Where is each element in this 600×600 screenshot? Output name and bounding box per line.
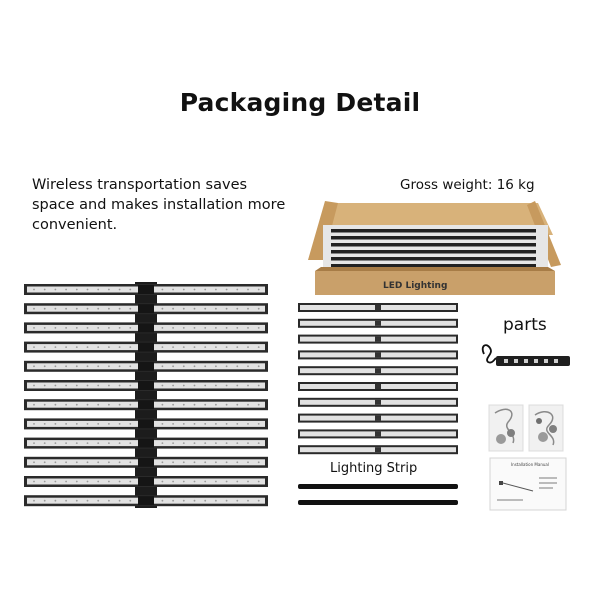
- assembled-fixture-image: [22, 280, 272, 510]
- description-text: Wireless transportation saves space and …: [32, 177, 286, 233]
- fixture-bar: [24, 360, 268, 372]
- stacked-strip: [298, 445, 458, 455]
- fixture-bar: [24, 380, 268, 391]
- packaging-box-image: LED Lighting: [303, 195, 563, 300]
- stacked-strip: [298, 318, 458, 328]
- fixture-bar: [24, 418, 268, 430]
- strip-stack-image: [296, 300, 461, 460]
- boxed-strip: [331, 250, 536, 254]
- fixture-bar: [24, 456, 268, 468]
- fixture-bar: [24, 437, 268, 449]
- boxed-strip: [331, 264, 536, 268]
- manual-title: Installation Manual: [511, 462, 549, 467]
- fixture-bar: [24, 476, 268, 487]
- gross-weight-text: Gross weight: 16 kg: [400, 177, 535, 193]
- stacked-strip: [298, 429, 458, 439]
- page-title: Packaging Detail: [179, 88, 421, 117]
- parts-label: parts: [503, 315, 547, 335]
- fixture-bar: [24, 495, 268, 507]
- stacked-strip: [298, 413, 458, 423]
- stacked-strip: [298, 303, 458, 312]
- fixture-bar: [24, 284, 268, 295]
- boxed-strip: [331, 229, 536, 233]
- lighting-strip-label: Lighting Strip: [330, 461, 418, 476]
- fixture-bar: [24, 303, 268, 315]
- stacked-strip: [298, 350, 458, 360]
- boxed-strip: [331, 257, 536, 261]
- boxed-strip: [331, 243, 536, 247]
- black-strips-image: [296, 482, 461, 510]
- stacked-strip: [298, 382, 458, 391]
- stacked-strip: [298, 397, 458, 407]
- boxed-strip: [331, 236, 536, 240]
- fixture-bar: [24, 341, 268, 353]
- fixture-bar: [24, 322, 268, 334]
- hanging-kit-image: [487, 403, 567, 453]
- box-label: LED Lighting: [383, 281, 447, 291]
- fixture-bar: [24, 399, 268, 411]
- driver-part-image: [480, 338, 575, 370]
- stacked-strip: [298, 366, 458, 376]
- stacked-strip: [298, 334, 458, 344]
- installation-manual-image: Installation Manual: [489, 457, 569, 512]
